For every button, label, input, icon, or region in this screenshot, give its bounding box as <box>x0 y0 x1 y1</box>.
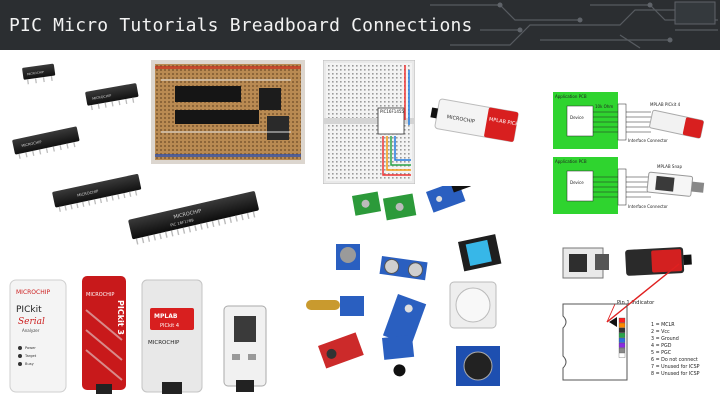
resistor-label: 10k Ohm <box>595 104 613 109</box>
pickit4-name: PICkit 4 <box>160 323 179 329</box>
pickit3-programmer: MICROCHIP PICkit 3 <box>82 276 126 394</box>
dip8-chip: MICROCHIP <box>22 63 56 85</box>
dht11-sensor-module <box>458 234 502 272</box>
target-board-photo <box>562 247 609 279</box>
icsp-schematics: Device Application PCB Interface Connect… <box>553 92 705 214</box>
interface-connector-label: Interface Connector <box>628 138 668 143</box>
pin-color-swatch <box>618 327 626 333</box>
chip-brand: MICROCHIP <box>27 70 45 76</box>
pir-sensor-module <box>449 281 497 329</box>
schematic-title-top: MPLAB PICkit 4 <box>650 102 681 107</box>
pickit4-top: MPLAB <box>154 313 178 320</box>
sound-sensor-module <box>336 244 360 270</box>
pcb-background-decoration <box>430 1 718 49</box>
snap-mini-photo <box>646 171 705 197</box>
pickit-serial-analyzer: MICROCHIP PICkit Serial Analyzer Power T… <box>9 279 67 393</box>
ldr-sensor-module <box>382 334 415 377</box>
serial-led-target: Target <box>24 354 37 358</box>
pin-legend-item: 6 = Do not connect <box>651 358 698 363</box>
pin-legend-item: 7 = Unused for ICSP <box>651 365 700 370</box>
tilt-sensor-module <box>426 186 471 213</box>
chip-brand: MICROCHIP <box>77 188 100 198</box>
interface-connector-label: Interface Connector <box>628 204 668 209</box>
device-label: Device <box>570 180 584 185</box>
perfboard-photo <box>151 60 305 164</box>
serial-led-power: Power <box>25 346 36 350</box>
ultrasonic-sensor-module <box>379 256 428 281</box>
programmer-products: MICROCHIP PICkit Serial Analyzer Power T… <box>9 276 267 394</box>
pin-legend-item: 2 = Vcc <box>651 330 670 335</box>
pickit4-programmer-photo: MPLAB PICkit 4 MICROCHIP <box>430 98 527 143</box>
pin-legend-item: 8 = Unused for ICSP <box>651 372 700 377</box>
device-label: Device <box>570 115 584 120</box>
dip28-chip: MICROCHIP <box>52 173 142 212</box>
pin-color-swatch <box>618 322 626 328</box>
dip-chips-group: MICROCHIP MICROCHIP MICROCHIP MICROCHIP <box>12 63 142 212</box>
serial-sub: Serial <box>18 317 45 327</box>
pin-color-swatch <box>618 337 626 343</box>
app-pcb-label: Application PCB <box>555 159 587 164</box>
chip-brand: MICROCHIP <box>92 94 112 101</box>
breadboard-diagram: PIC16F1455 <box>323 60 415 184</box>
pin-legend-item: 1 = MCLR <box>651 323 675 328</box>
page-title: PIC Micro Tutorials Breadboard Connectio… <box>9 15 473 36</box>
schematic-title-bottom: MPLAB Snap <box>657 164 682 169</box>
breadboard-chip-label: PIC16F1455 <box>380 109 404 114</box>
serial-name: PICkit <box>16 305 42 315</box>
pin-color-strip <box>618 317 626 358</box>
dip40-chip: MICROCHIP PIC 16F1789 <box>128 191 259 245</box>
pin-legend-item: 4 = PGD <box>651 344 672 349</box>
rf-module-pair <box>352 191 417 221</box>
title-banner: PIC Micro Tutorials Breadboard Connectio… <box>0 0 720 50</box>
pin-legend-item: 3 = Ground <box>651 337 679 342</box>
pickit4-brand: MICROCHIP <box>148 340 180 346</box>
serial-brand: MICROCHIP <box>16 289 50 296</box>
rtc-module <box>456 346 500 386</box>
dip14-chip: MICROCHIP <box>85 83 139 111</box>
serial-led-busy: Busy <box>25 362 35 366</box>
snap-programmer-board <box>223 305 267 392</box>
pickit-programmer-photo <box>625 247 692 276</box>
chip-part-number: PIC 16F1789 <box>170 217 195 227</box>
pin-color-swatch <box>618 342 626 348</box>
pin-color-swatch <box>618 352 626 358</box>
app-pcb-label: Application PCB <box>555 94 587 99</box>
icsp-pinout-diagram: Pin 1 Indicator <box>562 247 692 381</box>
pickit4-programmer: MPLAB PICkit 4 MICROCHIP <box>141 279 203 394</box>
probe-sensor-module <box>306 296 364 316</box>
chip-brand: MICROCHIP <box>21 140 43 148</box>
sensor-modules-collage <box>306 186 502 386</box>
sound-detector-module <box>318 332 364 369</box>
pickit3-brand: MICROCHIP <box>86 292 114 298</box>
ir-sensor-module <box>382 294 427 346</box>
serial-sub2: Analyzer <box>22 328 40 333</box>
pin-color-swatch <box>618 317 626 323</box>
dip18-chip: MICROCHIP <box>12 126 80 159</box>
pin-legend-item: 5 = PGC <box>651 351 672 356</box>
pin-color-swatch <box>618 332 626 338</box>
pin1-indicator-label: Pin 1 Indicator <box>617 300 655 306</box>
programmer-brand: MICROCHIP <box>446 114 475 125</box>
pin-color-swatch <box>618 347 626 353</box>
pickit4-mini-photo <box>649 109 704 139</box>
pickit3-name: PICkit 3 <box>116 300 125 335</box>
